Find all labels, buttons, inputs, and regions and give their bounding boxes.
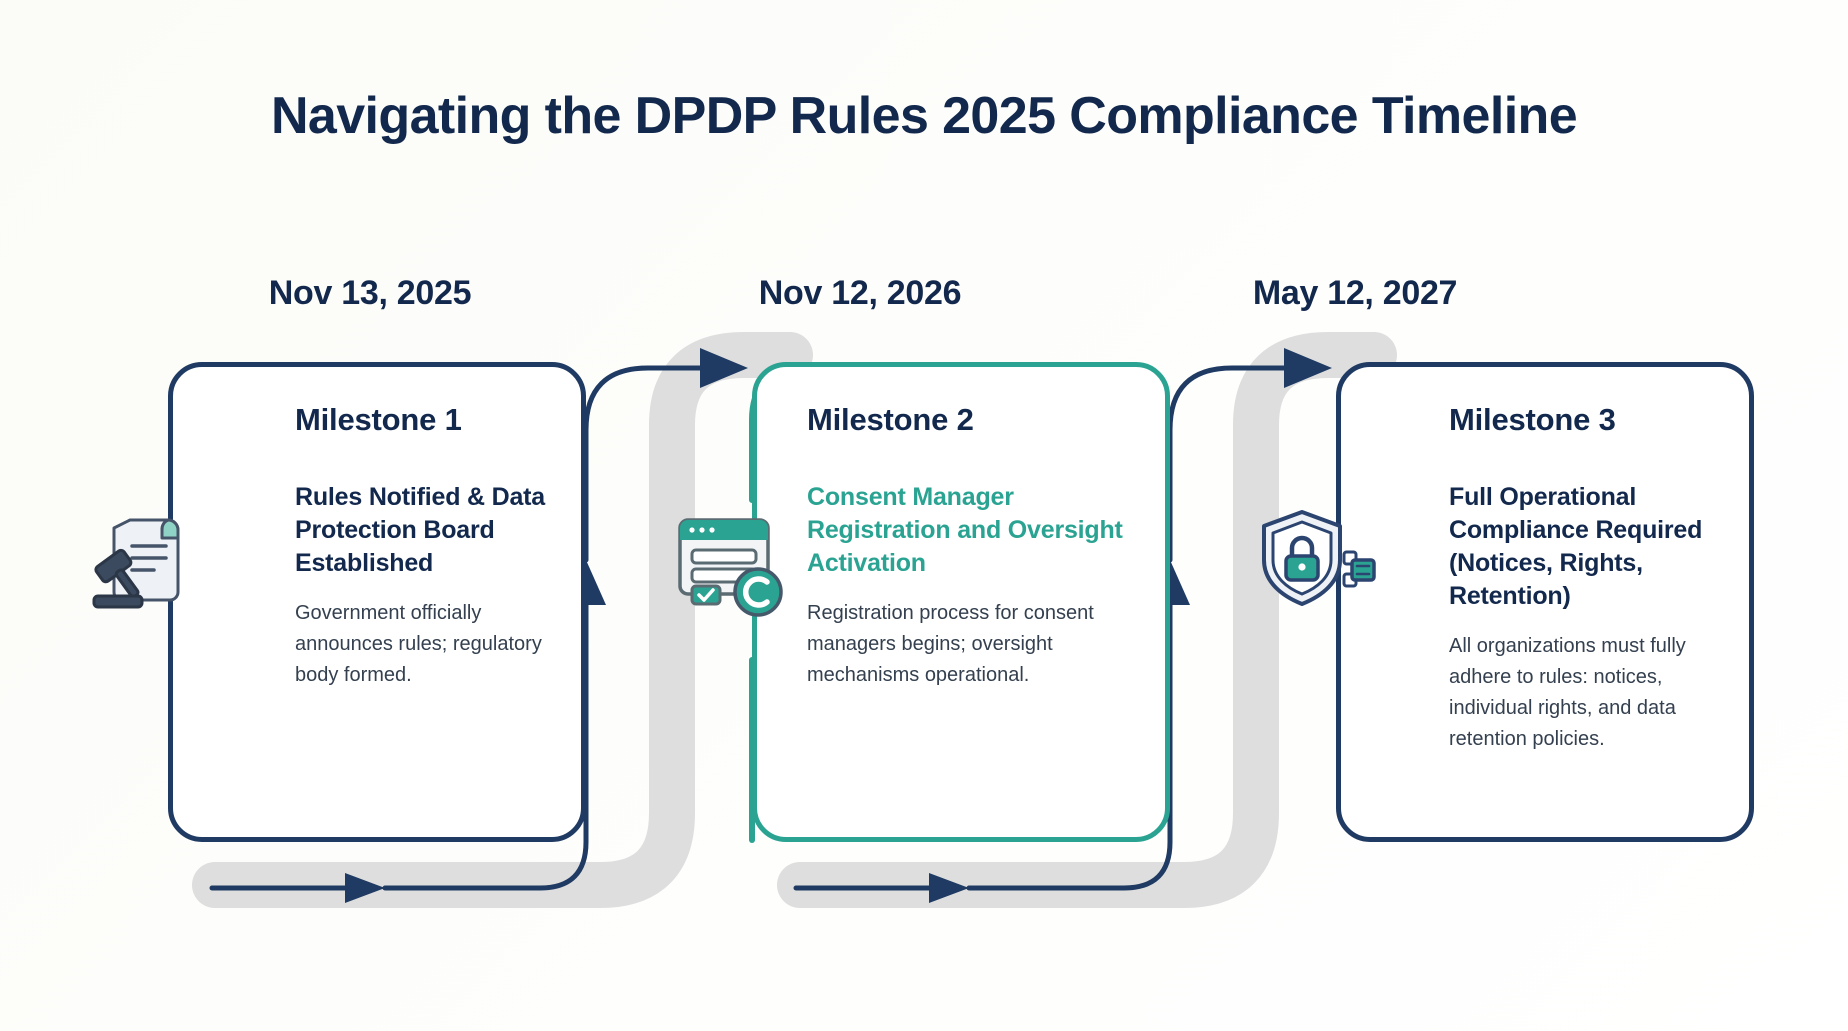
scroll-gavel-icon (92, 518, 180, 609)
consent-form-window-icon (678, 518, 783, 617)
arrowhead-right-1 (700, 348, 748, 388)
milestone-card-2[interactable]: Milestone 2 Consent Manager Registration… (752, 362, 1170, 842)
shield-lock-server-icon (1262, 510, 1376, 606)
milestone-1-description: Government officially announces rules; r… (295, 602, 542, 687)
milestone-2-label: Milestone 2 (807, 402, 974, 437)
milestone-card-3-content: Milestone 3 Full Operational Compliance … (1371, 402, 1719, 809)
milestone-3-label: Milestone 3 (1449, 402, 1616, 437)
milestone-3-heading: Full Operational Compliance Required (No… (1449, 483, 1703, 611)
milestone-3-description: All organizations must fully adhere to r… (1449, 635, 1686, 751)
milestone-card-1[interactable]: Milestone 1 Rules Notified & Data Protec… (168, 362, 586, 842)
milestone-1-label: Milestone 1 (295, 402, 462, 437)
arrowhead-right-2 (1284, 348, 1332, 388)
arrowhead-bottom-2 (929, 873, 969, 903)
milestone-1-heading: Rules Notified & Data Protection Board E… (295, 483, 545, 578)
page-title: Navigating the DPDP Rules 2025 Complianc… (270, 87, 1578, 145)
date-label-milestone-3: May 12, 2027 (1252, 274, 1458, 312)
arrowhead-bottom-1 (345, 873, 385, 903)
milestone-card-1-content: Milestone 1 Rules Notified & Data Protec… (203, 402, 551, 809)
milestone-2-description: Registration process for consent manager… (807, 602, 1094, 687)
date-label-milestone-1: Nov 13, 2025 (268, 274, 472, 312)
milestone-card-2-content: Milestone 2 Consent Manager Registration… (787, 402, 1135, 809)
milestone-2-heading: Consent Manager Registration and Oversig… (807, 483, 1123, 578)
date-label-milestone-2: Nov 12, 2026 (758, 274, 962, 312)
milestone-card-3[interactable]: Milestone 3 Full Operational Compliance … (1336, 362, 1754, 842)
